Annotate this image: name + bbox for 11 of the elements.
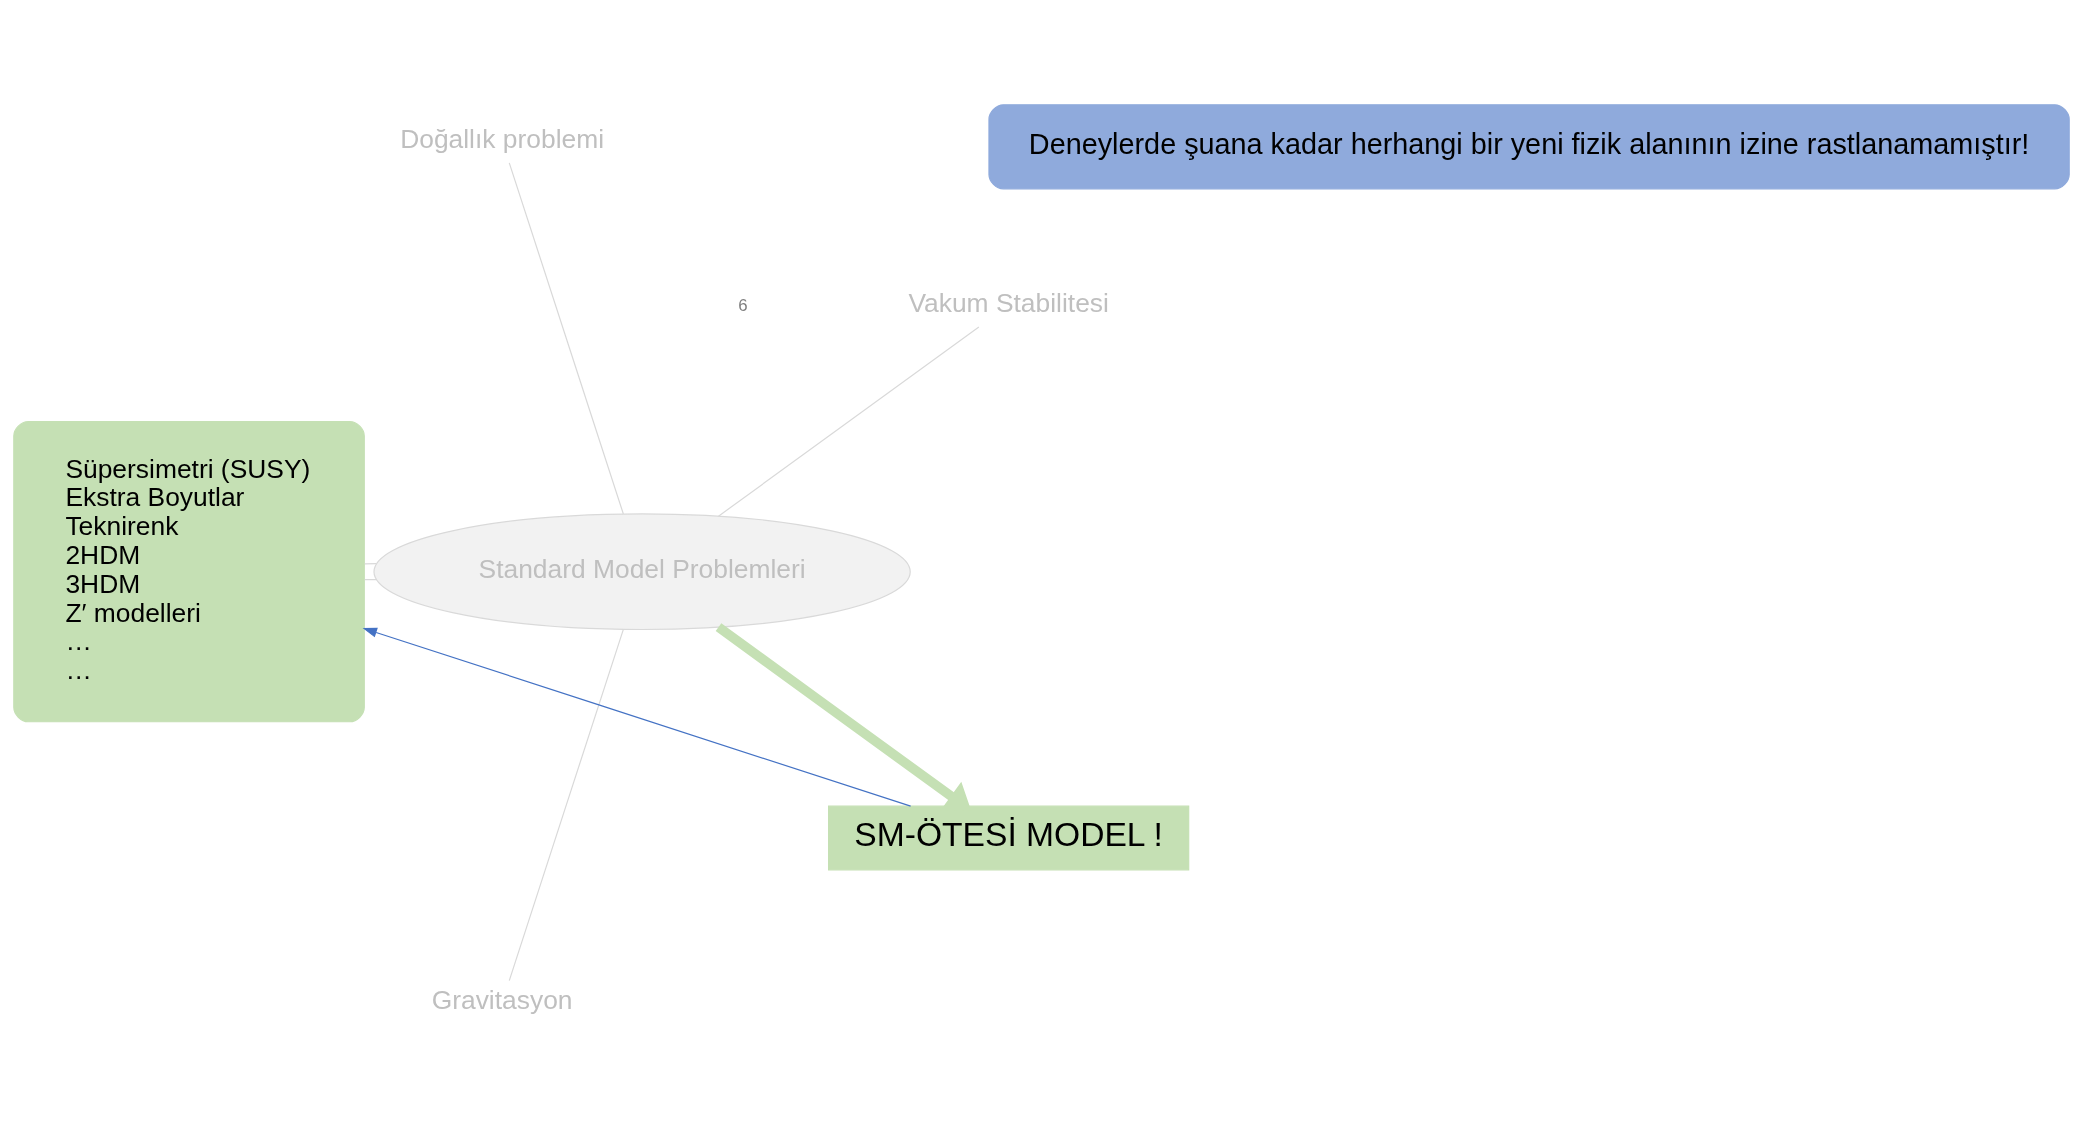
connector (717, 326, 980, 517)
connector (508, 628, 624, 982)
node-box: SM-ÖTESİ MODEL ! (828, 805, 1190, 871)
node-box: Süpersimetri (SUSY) Ekstra Boyutlar Teknirenk 2HDM 3HDM Z′ modelleri … … (13, 421, 365, 723)
connector (508, 162, 624, 515)
node-box: Deneylerde şuana kadar herhangi bir yeni fizik alanının izine rastlanamamıştır! (988, 104, 2070, 190)
arrow (362, 627, 912, 807)
node-text: Doğallık problemi (400, 123, 605, 154)
node-text: Vakum Stabilitesi (908, 288, 1109, 319)
node-text: Gravitasyon (431, 985, 573, 1016)
label: 6 (738, 295, 748, 315)
